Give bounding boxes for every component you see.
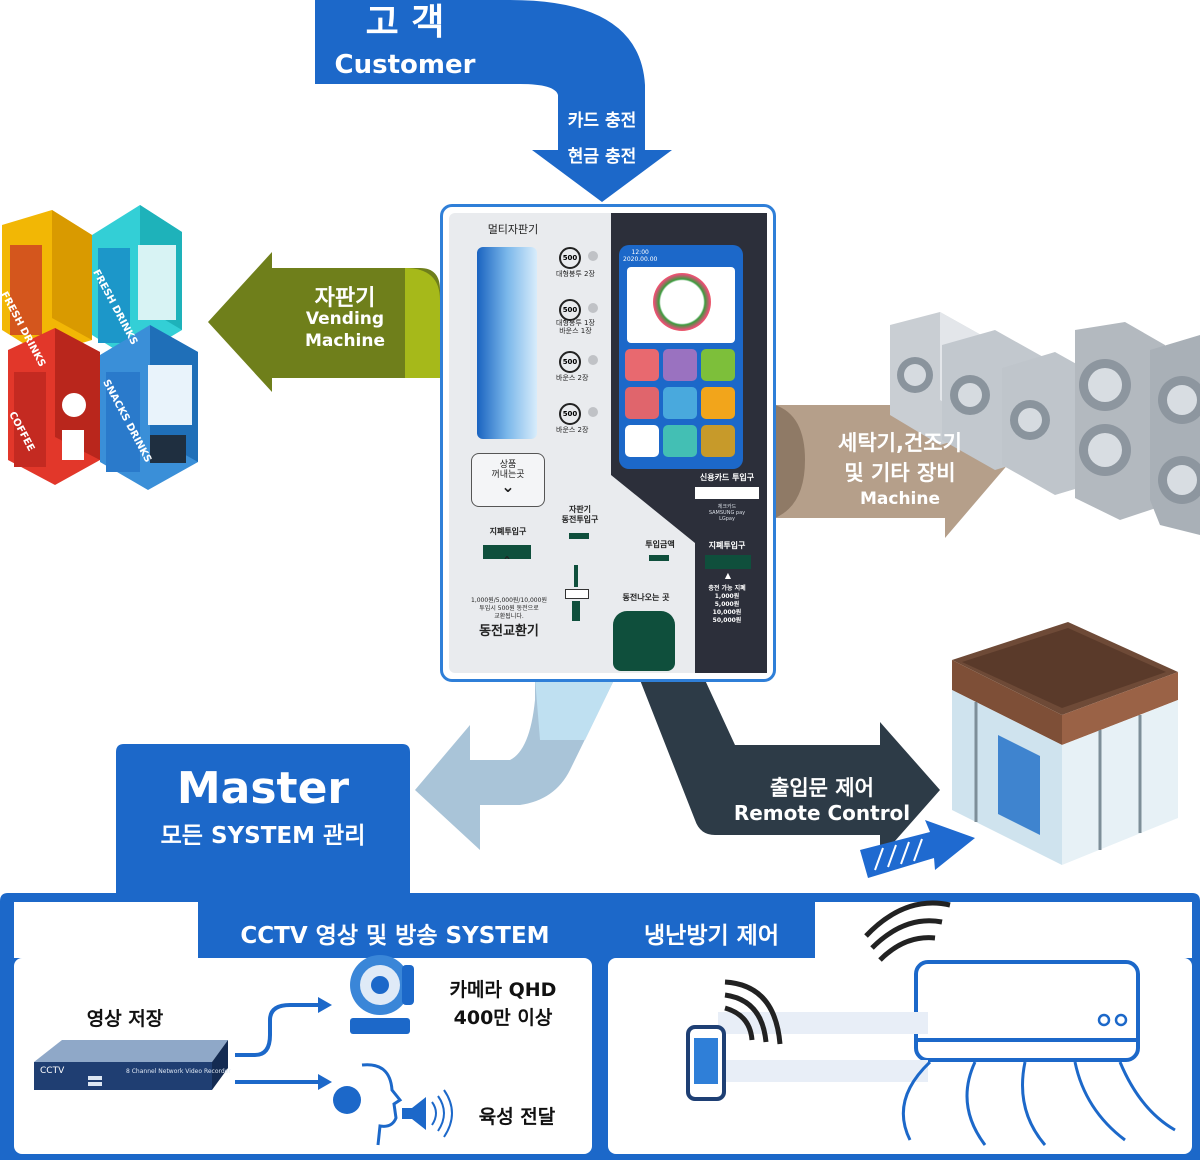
slot-label: 바운스 2장 — [556, 426, 589, 434]
slot-label: 대형봉투 2장 — [556, 270, 595, 278]
bill-allowed-note: 충전 가능 지폐 1,000원 5,000원 10,000원 50,000원 — [708, 585, 746, 624]
master-title: Master — [176, 763, 350, 814]
touch-screen[interactable]: 12:00 2020.00.00 — [619, 245, 743, 469]
coin-500-badge: 500 — [559, 247, 581, 269]
machine-title: 멀티자판기 — [487, 223, 539, 236]
laundry-line2: 및 기타 장비 — [844, 461, 956, 485]
phone-icon — [686, 979, 783, 1101]
product-out-box[interactable]: 상품 꺼내는곳 ⌄ — [471, 453, 545, 507]
coin-lever-slot — [565, 589, 589, 599]
bill-slot-left[interactable] — [483, 545, 531, 559]
coin-500-badge: 500 — [559, 403, 581, 425]
chevron-down-icon: ⌄ — [501, 477, 515, 496]
card-note: 체크카드 SAMSUNG pay LGpay — [708, 504, 746, 522]
building-illustration — [952, 622, 1178, 865]
vending-coin-slot[interactable] — [569, 533, 589, 539]
slot-indicator — [588, 303, 598, 313]
nvr-model: 8 Channel Network Video Recorder — [126, 1068, 231, 1075]
slot-label: 대형봉투 1장 바운스 1장 — [556, 319, 595, 335]
bill-note: 1,000원/5,000원/10,000원 투입시 500원 동전으로 교환됩니… — [471, 597, 547, 620]
amount-in-label: 투입금액 — [645, 540, 675, 549]
chevron-up-icon: ˆ — [503, 556, 511, 572]
multi-vending-machine: 멀티자판기 500 대형봉투 2장 500 대형봉투 1장 바운스 1장 500… — [440, 204, 776, 682]
voice-broadcast-icon — [333, 1063, 453, 1146]
coin-out-tray[interactable] — [613, 611, 675, 671]
screen-wreath — [653, 273, 711, 331]
laundry-line3: Machine — [859, 489, 941, 509]
camera-icon — [350, 955, 414, 1034]
coin-lever[interactable] — [574, 565, 578, 587]
laundry-line1: 세탁기,건조기 — [838, 431, 962, 455]
cctv-panel — [14, 958, 592, 1154]
coin-out-label: 동전나오는 곳 — [622, 593, 670, 602]
screen-tile-4[interactable] — [625, 387, 659, 419]
hvac-header: 냉난방기 제어 — [644, 923, 779, 949]
card-in-label: 신용카드 투입구 — [699, 473, 755, 482]
door-arrow — [640, 680, 975, 878]
screen-tile-2[interactable] — [663, 349, 697, 381]
door-control-kr: 출입문 제어 — [770, 776, 874, 800]
screen-tile-7[interactable] — [625, 425, 659, 457]
air-conditioner-icon — [718, 900, 1176, 1146]
storage-label: 영상 저장 — [86, 1008, 164, 1030]
master-arrow — [415, 678, 615, 850]
slot-indicator — [588, 251, 598, 261]
screen-time: 12:00 2020.00.00 — [623, 249, 658, 263]
slot-indicator — [588, 407, 598, 417]
coin-500-badge: 500 — [559, 299, 581, 321]
screen-tile-1[interactable] — [625, 349, 659, 381]
screen-tile-6[interactable] — [701, 387, 735, 419]
vending-title: 자판기 — [314, 286, 376, 311]
triangle-up-icon: ▲ — [724, 571, 732, 580]
nvr-brand: CCTV — [40, 1066, 65, 1076]
bill-in-left-label: 지폐투입구 — [489, 527, 527, 536]
coin-500-badge: 500 — [559, 351, 581, 373]
customer-title-en: Customer — [334, 50, 476, 80]
charge-card-label: 카드 충전 — [567, 111, 637, 131]
screen-image — [627, 267, 735, 343]
master-subtitle: 모든 SYSTEM 관리 — [160, 823, 366, 849]
amount-display — [649, 555, 669, 561]
product-out-label: 상품 꺼내는곳 — [491, 460, 525, 480]
voice-label: 육성 전달 — [478, 1106, 556, 1128]
bill-slot-right[interactable] — [705, 555, 751, 569]
bill-in-right-label: 지폐투입구 — [708, 541, 746, 550]
laundry-illustration — [890, 312, 1200, 535]
vending-line2: Machine — [304, 331, 386, 351]
card-slot[interactable] — [695, 487, 759, 499]
customer-title-kr: 고 객 — [365, 2, 445, 43]
vending-line1: Vending — [305, 309, 385, 329]
screen-tile-5[interactable] — [663, 387, 697, 419]
nvr-device — [34, 1040, 228, 1090]
vending-coin-in-label: 자판기 동전투입구 — [561, 505, 599, 524]
screen-tile-9[interactable] — [701, 425, 735, 457]
customer-arrow — [315, 0, 672, 202]
changer-title: 동전교환기 — [479, 624, 539, 639]
vending-machines-illustration — [2, 205, 198, 490]
screen-tile-3[interactable] — [701, 349, 735, 381]
screen-tile-8[interactable] — [663, 425, 697, 457]
camera-line2: 400만 이상 — [453, 1007, 553, 1029]
charge-cash-label: 현금 충전 — [567, 147, 637, 167]
product-display-window — [477, 247, 537, 439]
door-control-en: Remote Control — [733, 801, 911, 825]
vending-arrow — [208, 252, 440, 392]
cctv-header: CCTV 영상 및 방송 SYSTEM — [240, 923, 550, 949]
slot-label: 바운스 2장 — [556, 374, 589, 382]
coin-lever-handle[interactable] — [572, 601, 580, 621]
slot-indicator — [588, 355, 598, 365]
camera-line1: 카메라 QHD — [449, 979, 557, 1001]
